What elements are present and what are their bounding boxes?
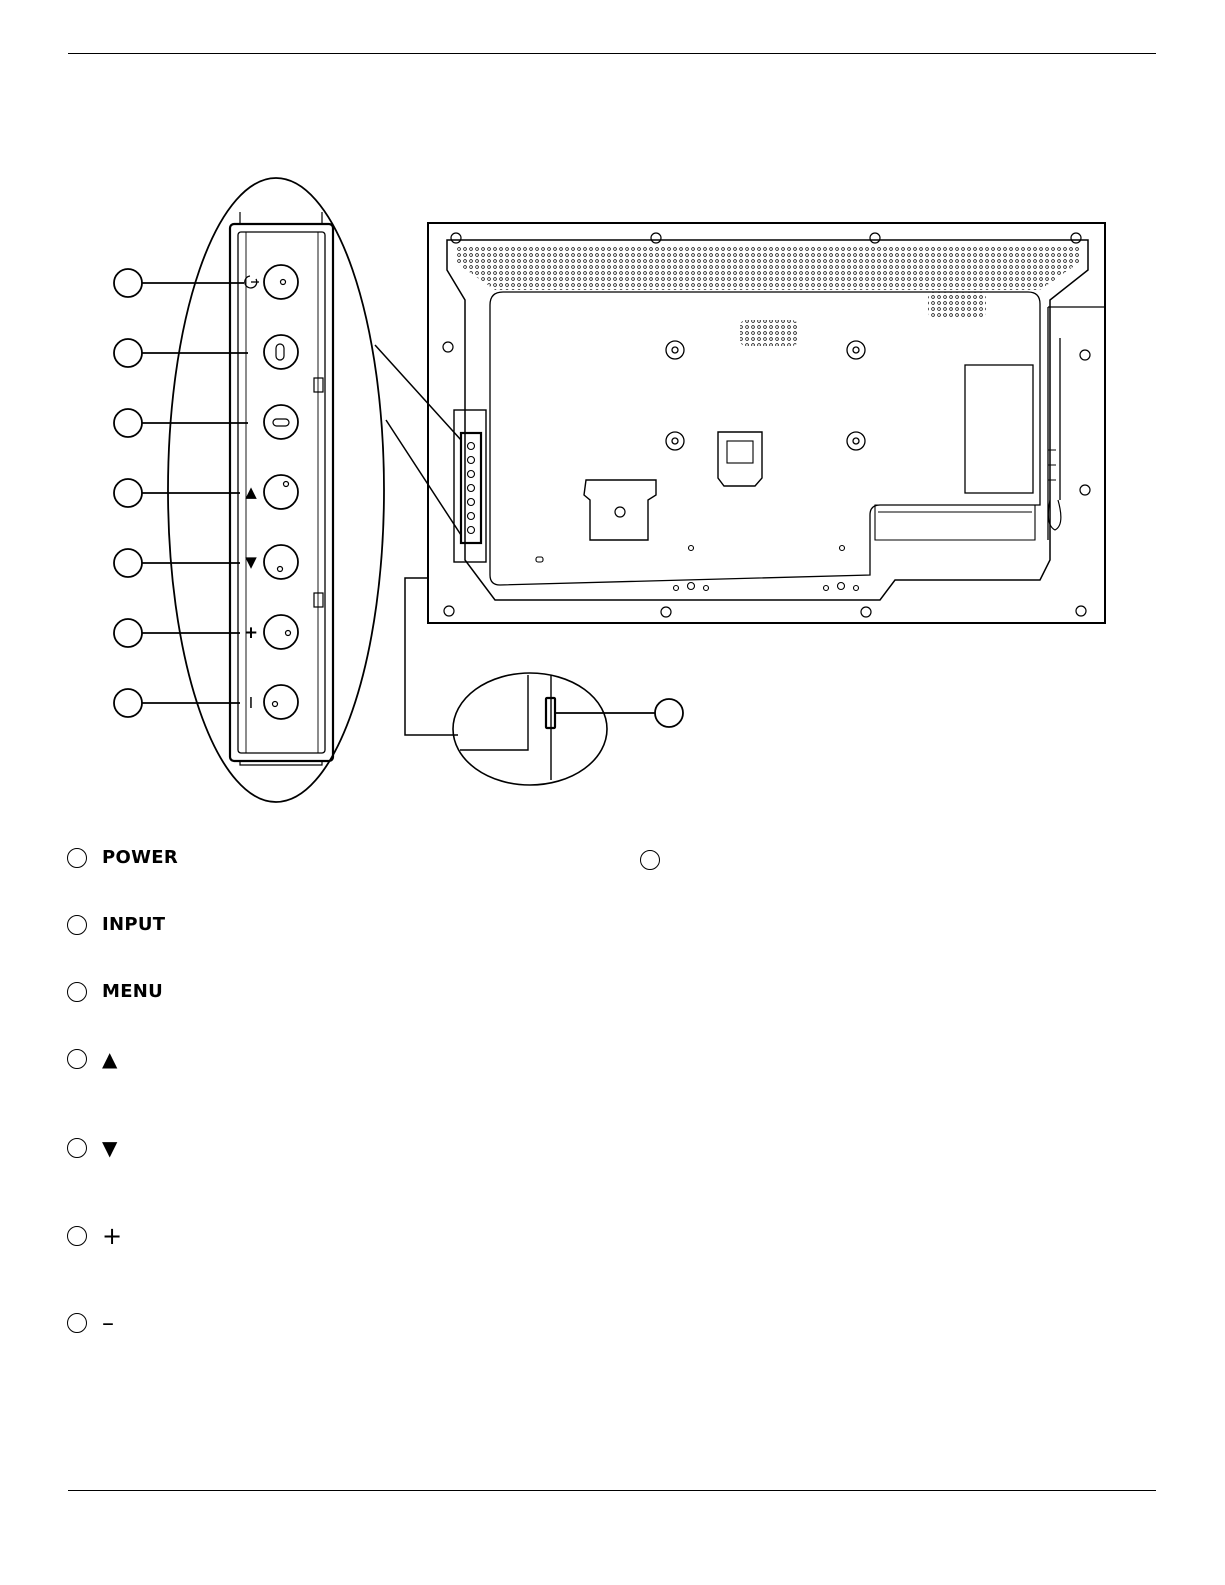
- legend-label-input: INPUT: [102, 915, 165, 935]
- down-arrow-icon: ▼: [102, 1138, 118, 1158]
- detail-zoom-circle: [453, 673, 607, 785]
- legend-item-power: POWER: [67, 846, 178, 870]
- legend-item-menu: MENU: [67, 980, 163, 1004]
- footer-rule: [68, 1490, 1156, 1491]
- panel-plus-symbol: +: [244, 623, 258, 643]
- callouts: [114, 269, 683, 727]
- panel-down-symbol: ▼: [245, 553, 257, 571]
- callout-circle: [67, 1313, 87, 1333]
- plus-icon: +: [102, 1226, 122, 1246]
- label-plate: [965, 365, 1033, 493]
- monitor-rear-diagram: ▲ ▼ + I: [0, 0, 1225, 820]
- panel-up-symbol: ▲: [245, 483, 257, 501]
- cable-clip: [718, 432, 762, 486]
- callout-circle: [67, 1138, 87, 1158]
- minus-icon: –: [102, 1313, 114, 1333]
- enlarged-button-panel: [168, 178, 384, 802]
- power-symbol: [245, 276, 259, 288]
- legend-item-input: INPUT: [67, 913, 165, 937]
- screws: [443, 233, 1090, 617]
- up-arrow-icon: ▲: [102, 1049, 118, 1069]
- center-vent-grille: [740, 320, 798, 346]
- callout-circle: [67, 915, 87, 935]
- callout-circle: [640, 850, 660, 870]
- zoom-lines: [375, 345, 461, 735]
- legend-label-power: POWER: [102, 848, 178, 868]
- callout-circle: [67, 1049, 87, 1069]
- panel-minus-symbol: I: [249, 694, 253, 712]
- callout-circle: [67, 982, 87, 1002]
- callout-circle: [67, 1226, 87, 1246]
- top-vent-grille: [455, 245, 1080, 290]
- monitor-rear-view: [428, 223, 1105, 623]
- stand-bracket: [584, 480, 656, 540]
- callout-circle: [67, 848, 87, 868]
- right-vent-grille: [928, 292, 986, 318]
- legend-item-minus: –: [67, 1311, 114, 1335]
- legend-item-plus: +: [67, 1224, 122, 1248]
- legend-label-menu: MENU: [102, 982, 163, 1002]
- legend-item-down: ▼: [67, 1136, 118, 1160]
- mount-holes: [666, 341, 865, 450]
- legend-item-up: ▲: [67, 1047, 118, 1071]
- legend-item-right: [640, 848, 675, 872]
